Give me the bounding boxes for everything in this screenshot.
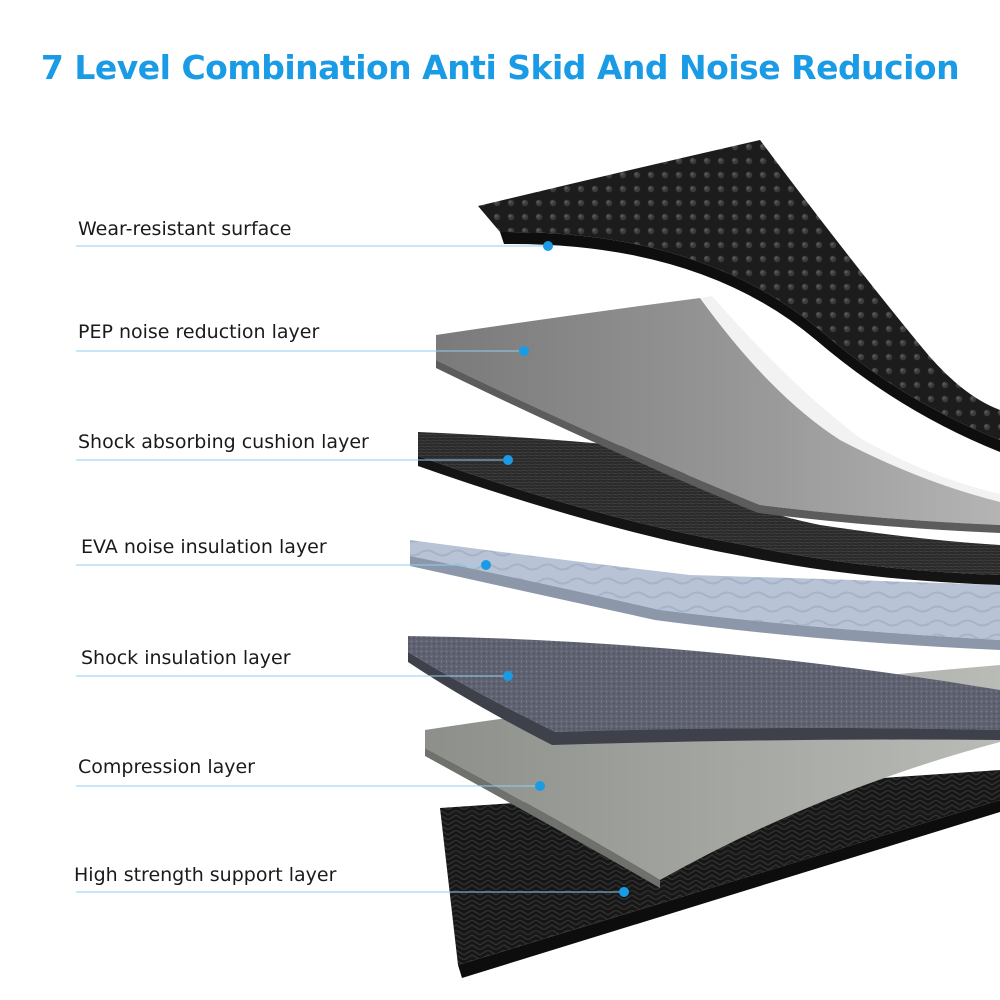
callout-dot (619, 887, 629, 897)
callout-dot (481, 560, 491, 570)
callout-dot (503, 671, 513, 681)
label-compression: Compression layer (78, 756, 255, 778)
label-eva-noise-insulation: EVA noise insulation layer (81, 536, 327, 558)
label-shock-absorbing-cushion: Shock absorbing cushion layer (78, 431, 369, 453)
callout-dot (543, 241, 553, 251)
label-pep-noise-reduction: PEP noise reduction layer (78, 321, 319, 343)
callout-dot (535, 781, 545, 791)
callout-dot (519, 346, 529, 356)
label-high-strength-support: High strength support layer (74, 864, 336, 886)
label-wear-resistant-surface: Wear-resistant surface (78, 218, 291, 240)
label-shock-insulation: Shock insulation layer (81, 647, 291, 669)
callout-dot (503, 455, 513, 465)
